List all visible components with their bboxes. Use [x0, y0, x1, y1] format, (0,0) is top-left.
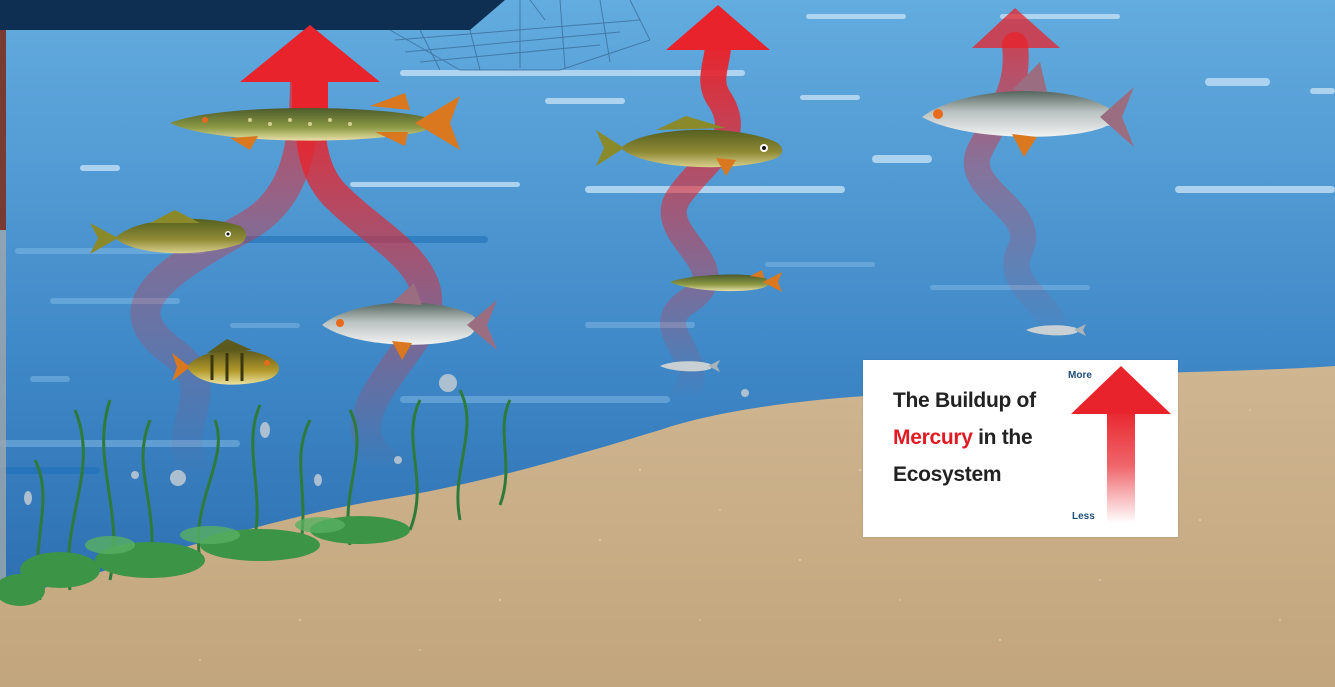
- left-edge-bank: [0, 30, 6, 230]
- legend-card: More Less The Buildup of Mercury in the …: [863, 360, 1178, 537]
- legend-title-line2-rest: in the: [973, 426, 1033, 449]
- legend-title: The Buildup of Mercury in the Ecosystem: [893, 382, 1083, 493]
- legend-title-line1: The Buildup of: [893, 382, 1083, 419]
- legend-more-label: More: [1068, 370, 1092, 381]
- boat-hull: [0, 0, 505, 30]
- legend-arrow-shaft: [1107, 408, 1135, 523]
- legend-title-line3: Ecosystem: [893, 456, 1083, 493]
- legend-title-line2: Mercury in the: [893, 419, 1083, 456]
- legend-title-highlight: Mercury: [893, 426, 973, 449]
- legend-less-label: Less: [1072, 511, 1095, 522]
